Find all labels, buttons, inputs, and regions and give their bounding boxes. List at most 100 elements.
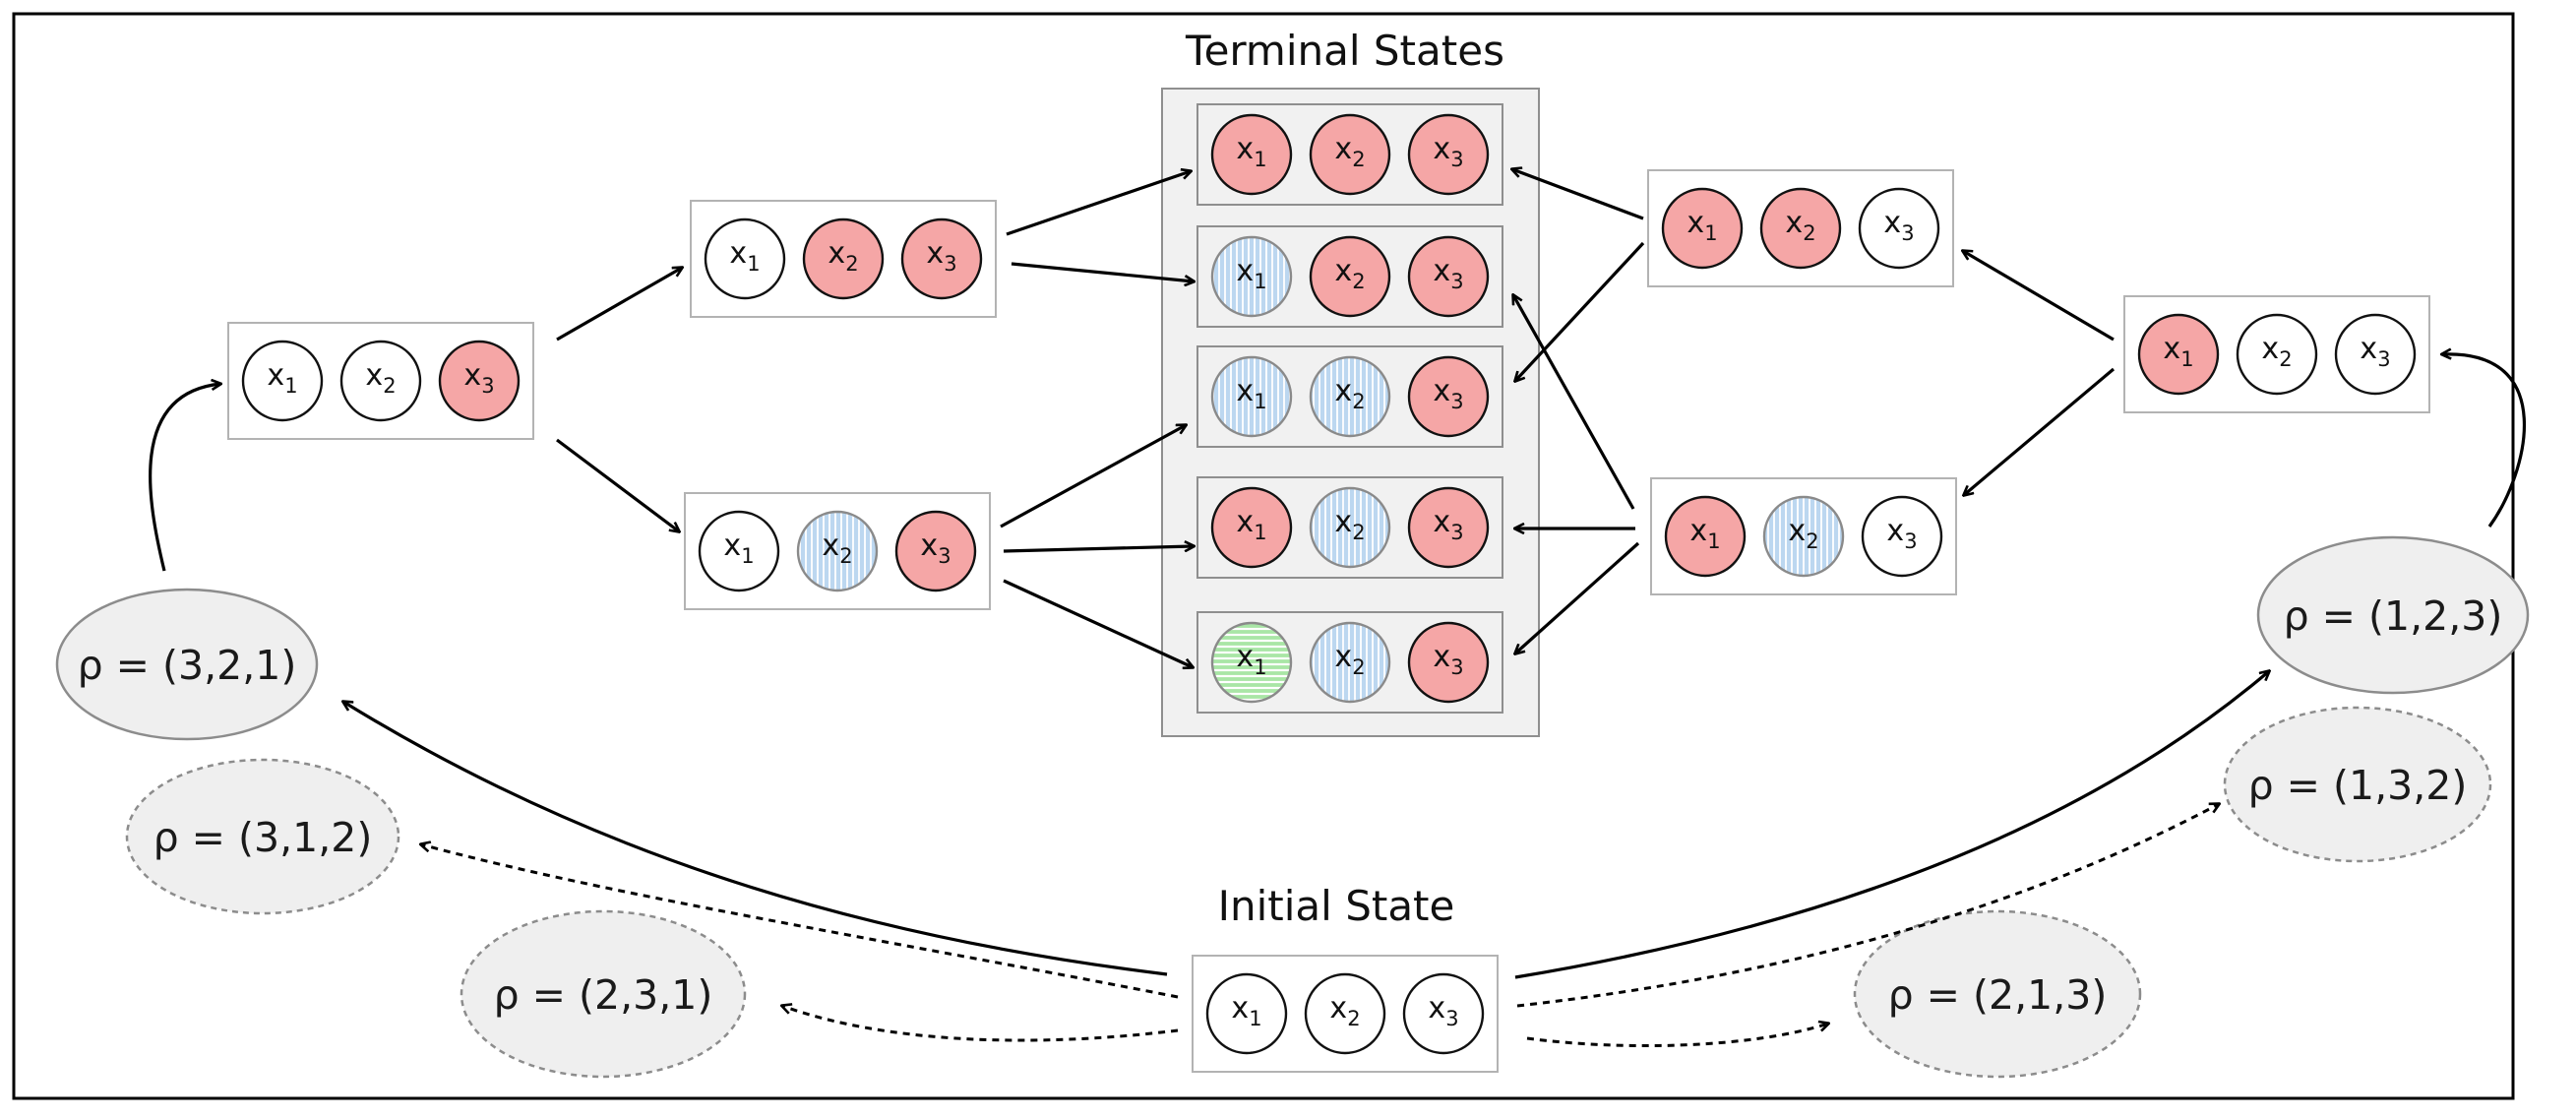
variable-node-x3: x3: [1407, 486, 1490, 569]
node-circle: [241, 340, 324, 422]
ordering-123: ρ = (1,2,3): [2256, 535, 2530, 695]
variable-node-x2: x2: [339, 340, 422, 422]
node-label: x3: [920, 529, 951, 568]
node-label: x3: [1886, 514, 1917, 553]
node-label: x3: [463, 358, 494, 398]
node-circle: [1309, 235, 1391, 318]
arrow-right2b-to-terminal5: [1515, 541, 1640, 653]
node-label: x1: [1231, 991, 1261, 1030]
arrow-left2b-to-terminal4: [1003, 546, 1194, 553]
variable-node-x2: x2: [802, 218, 885, 300]
variable-node-x1: x1: [698, 510, 780, 592]
node-label: x3: [1883, 206, 1914, 245]
variable-node-x3: x3: [1407, 355, 1490, 438]
variable-node-x1: x1: [1661, 187, 1744, 270]
node-circle: [1309, 621, 1391, 704]
right-state-2b: x1 x2 x3: [1650, 477, 1957, 595]
variable-node-x1: x1: [1664, 495, 1747, 578]
node-label: x3: [2360, 332, 2390, 371]
node-circle: [438, 340, 521, 422]
arrow-right1-to-right2a: [1963, 251, 2115, 342]
node-circle: [2236, 313, 2318, 396]
variable-node-x2: x2: [1309, 621, 1391, 704]
node-circle: [2334, 313, 2417, 396]
node-circle: [1861, 495, 1943, 578]
node-circle: [1210, 113, 1293, 196]
node-circle: [1661, 187, 1744, 270]
orderings-layer: ρ = (3,2,1) ρ = (3,1,2) ρ = (2,3,1) ρ = …: [55, 535, 2530, 1079]
variable-node-x2: x2: [796, 510, 879, 592]
arrow-initial-to-rho231: [782, 1006, 1179, 1042]
node-label: x3: [1433, 254, 1463, 293]
variable-node-x3: x3: [1407, 235, 1490, 318]
variable-node-x3: x3: [900, 218, 983, 300]
variable-node-x2: x2: [1309, 235, 1391, 318]
node-circle: [1407, 235, 1490, 318]
arrow-right2a-to-terminal3: [1515, 241, 1645, 381]
node-label: x2: [2261, 332, 2292, 371]
variable-node-x3: x3: [1407, 113, 1490, 196]
node-circle: [1407, 355, 1490, 438]
arrow-rho123-to-right1: [2442, 354, 2526, 528]
right-state-1: x1 x2 x3: [2123, 295, 2430, 413]
node-circle: [1664, 495, 1747, 578]
node-circle: [1309, 486, 1391, 569]
node-label: x2: [1334, 640, 1365, 679]
node-label: x2: [822, 529, 852, 568]
variable-node-x1: x1: [1210, 113, 1293, 196]
variable-node-x1: x1: [704, 218, 786, 300]
node-label: x1: [1236, 640, 1266, 679]
arrow-initial-to-rho213: [1526, 1024, 1828, 1048]
node-label: x1: [723, 529, 754, 568]
node-label: x1: [2163, 332, 2193, 371]
arrow-left2a-to-terminal2: [1011, 262, 1194, 281]
arrow-initial-to-rho132: [1516, 804, 2219, 1008]
node-label: x2: [1334, 505, 1365, 544]
node-circle: [900, 218, 983, 300]
arrow-right2b-to-terminal2: [1513, 295, 1635, 510]
node-circle: [1309, 355, 1391, 438]
left-state-2a: x1 x2 x3: [690, 200, 997, 318]
svg-text:ρ = (2,3,1): ρ = (2,3,1): [494, 971, 713, 1019]
node-label: x3: [926, 236, 956, 276]
node-label: x3: [1428, 991, 1458, 1030]
variable-node-x3: x3: [1858, 187, 1940, 270]
variable-node-x2: x2: [2236, 313, 2318, 396]
arrow-left1-to-left2a: [556, 268, 682, 342]
node-circle: [1304, 972, 1386, 1055]
node-circle: [1407, 486, 1490, 569]
node-label: x2: [828, 236, 858, 276]
arrow-right2a-to-terminal1: [1512, 169, 1644, 220]
node-label: x3: [1433, 132, 1463, 171]
ordering-213: ρ = (2,1,3): [1853, 909, 2142, 1079]
node-circle: [802, 218, 885, 300]
variable-node-x1: x1: [2137, 313, 2220, 396]
variable-node-x3: x3: [1861, 495, 1943, 578]
node-label: x1: [1689, 514, 1720, 553]
node-circle: [1205, 972, 1288, 1055]
variable-node-x1: x1: [1210, 235, 1293, 318]
arrow-left2b-to-terminal3: [1000, 425, 1186, 529]
arrow-rho321-to-left1: [149, 384, 220, 572]
variable-node-x2: x2: [1304, 972, 1386, 1055]
svg-text:ρ = (3,1,2): ρ = (3,1,2): [153, 814, 373, 861]
node-label: x3: [1433, 640, 1463, 679]
ordering-231: ρ = (2,3,1): [460, 909, 747, 1079]
node-circle: [1762, 495, 1845, 578]
arrow-initial-to-rho312: [421, 844, 1179, 999]
node-circle: [698, 510, 780, 592]
initial-state-title: Initial State: [1218, 882, 1455, 930]
arrow-left2a-to-terminal1: [1006, 171, 1191, 236]
node-circle: [1210, 621, 1293, 704]
node-label: x1: [1236, 132, 1266, 171]
variable-node-x2: x2: [1762, 495, 1845, 578]
figure-frame: [12, 12, 2515, 1100]
arrows-layer: [149, 169, 2526, 1048]
variable-node-x1: x1: [1210, 355, 1293, 438]
node-circle: [1210, 235, 1293, 318]
node-label: x3: [1433, 505, 1463, 544]
